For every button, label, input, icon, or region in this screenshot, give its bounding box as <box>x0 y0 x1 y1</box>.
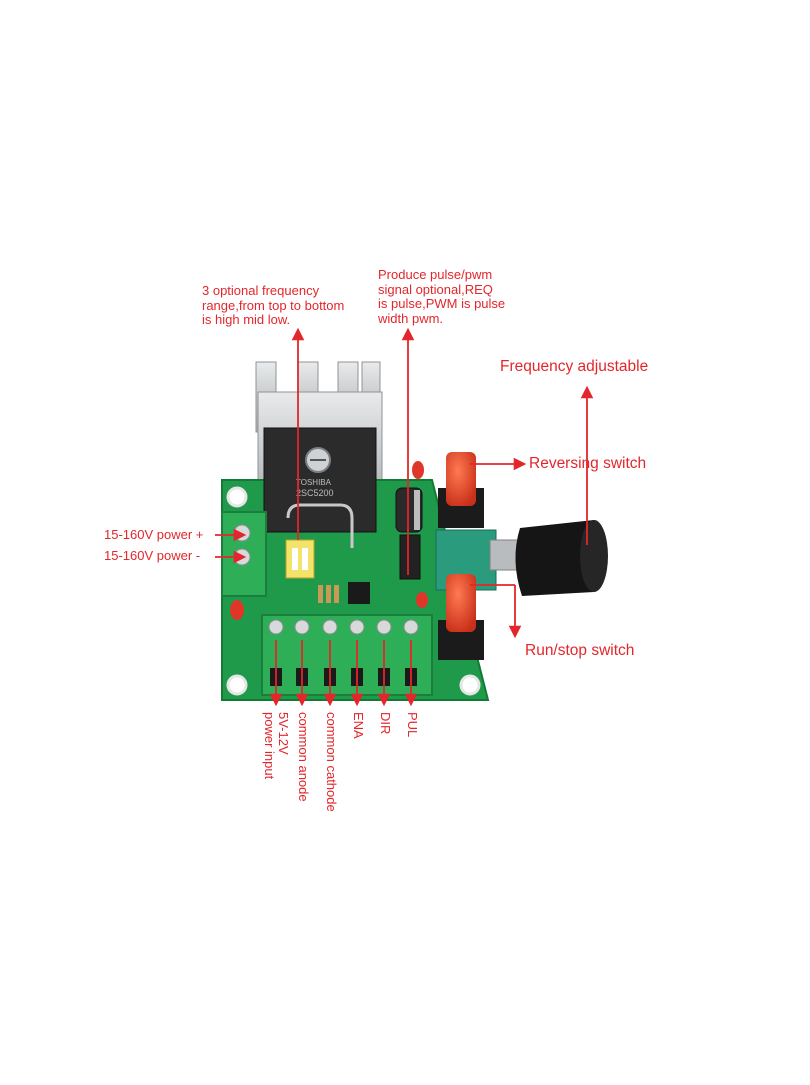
label-common-cathode: common cathode <box>324 712 339 812</box>
label-power-minus: 15-160V power - <box>104 548 201 563</box>
label-frequency-range: 3 optional frequency range,from top to b… <box>202 283 345 328</box>
svg-text:2SC5200: 2SC5200 <box>296 488 334 498</box>
label-common-anode: common anode <box>296 712 311 802</box>
label-run-stop-switch: Run/stop switch <box>525 642 635 659</box>
power-transistor: TOSHIBA 2SC5200 <box>263 427 377 548</box>
label-dir: DIR <box>378 712 393 735</box>
label-power-input: 5V-12V power input <box>261 712 291 780</box>
svg-text:TOSHIBA: TOSHIBA <box>296 478 332 487</box>
label-pul: PUL <box>405 712 420 738</box>
signal-terminal <box>261 614 433 696</box>
push-buttons <box>438 452 484 660</box>
label-pulse-pwm: Produce pulse/pwm signal optional,REQ is… <box>378 267 506 326</box>
frequency-jumper <box>285 534 421 580</box>
label-reversing-switch: Reversing switch <box>529 455 647 472</box>
label-frequency-adjustable: Frequency adjustable <box>500 358 649 375</box>
ic-and-resistors <box>318 582 370 604</box>
label-power-plus: 15-160V power + <box>104 527 204 542</box>
label-ena: ENA <box>351 712 366 739</box>
annotation-arrows <box>215 327 594 707</box>
led-indicators <box>230 461 428 620</box>
capacitor <box>395 487 423 533</box>
power-terminal <box>221 511 267 597</box>
